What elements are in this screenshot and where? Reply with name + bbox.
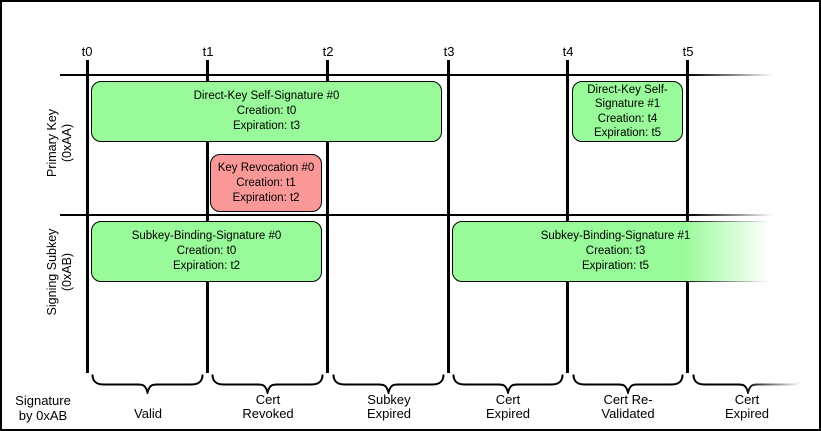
timeline-tick-label-t2: t2: [322, 44, 334, 59]
timeline-line-t1: [206, 60, 209, 373]
row-label-primary-key-line1: Primary Key: [45, 108, 59, 178]
timeline-line-t4: [566, 60, 569, 373]
zone-label-line: Cert: [495, 392, 521, 407]
brace-valid: [91, 373, 204, 394]
box-title: Direct-Key Self-Signature #0: [193, 90, 340, 102]
box-title: Subkey-Binding-Signature #0: [131, 230, 282, 242]
timeline-line-t0: [86, 60, 89, 373]
row-label-signing-subkey-line1: Signing Subkey: [45, 228, 59, 316]
timeline-line-t3: [447, 60, 450, 373]
timeline-line-t2: [326, 60, 329, 373]
zone-label-cert-expired-2: Cert Expired: [724, 392, 770, 421]
zone-label-cert-revalidated: Cert Re- Validated: [601, 392, 655, 421]
box-subkey-binding-signature-0: Subkey-Binding-Signature #0 Creation: t0…: [91, 221, 322, 282]
box-creation: Creation: t3: [585, 245, 646, 257]
signing-subkey-row-line: [60, 213, 774, 216]
box-key-revocation-0: Key Revocation #0 Creation: t1 Expiratio…: [210, 154, 322, 212]
timeline-line-t5: [686, 60, 689, 373]
timeline-tick-label-t5: t5: [682, 44, 694, 59]
axis-caption-signature-by-0xab: Signature by 0xAB: [15, 393, 71, 423]
timeline-tick-label-t4: t4: [562, 44, 574, 59]
box-expiration: Expiration: t3: [232, 120, 301, 132]
zone-label-line: Validated: [601, 405, 655, 421]
brace-subkey-expired: [332, 373, 445, 394]
timeline-tick-label-t1: t1: [202, 44, 214, 59]
box-title-line2: Signature #1: [594, 98, 661, 111]
timeline-tick-label-t3: t3: [443, 44, 455, 59]
box-direct-key-self-signature-1: Direct-Key Self- Signature #1 Creation: …: [572, 81, 683, 142]
row-label-primary-key: Primary Key (0xAA): [45, 109, 75, 177]
axis-caption-line2: by 0xAB: [18, 407, 68, 423]
row-label-signing-subkey: Signing Subkey (0xAB): [45, 229, 75, 316]
zone-label-line: Cert Re-: [603, 392, 653, 407]
zone-label-line: Subkey: [367, 392, 411, 407]
zone-label-line: Cert: [734, 392, 760, 407]
subkey-binding-signature-1-fade: [682, 218, 792, 284]
zone-label-line: Revoked: [242, 405, 294, 421]
box-expiration: Expiration: t5: [593, 126, 662, 139]
timeline-tick-label-t0: t0: [81, 44, 93, 59]
brace-cert-expired-2-fade: [744, 370, 816, 396]
zone-label-line: Expired: [366, 405, 412, 421]
box-title: Subkey-Binding-Signature #1: [540, 230, 691, 242]
box-expiration: Expiration: t2: [172, 260, 241, 272]
box-expiration: Expiration: t5: [581, 260, 650, 272]
box-title: Key Revocation #0: [217, 161, 315, 174]
zone-label-line: Expired: [485, 405, 531, 421]
brace-cert-revalidated: [572, 373, 684, 394]
box-title-line1: Direct-Key Self-: [587, 84, 668, 97]
row-label-signing-subkey-line2: (0xAB): [60, 252, 74, 292]
box-creation: Creation: t4: [597, 112, 658, 125]
zone-label-cert-revoked: Cert Revoked: [242, 392, 294, 421]
axis-caption-line1: Signature: [15, 393, 71, 408]
row-label-primary-key-line2: (0xAA): [60, 123, 74, 163]
box-direct-key-self-signature-0: Direct-Key Self-Signature #0 Creation: t…: [91, 81, 442, 142]
box-creation: Creation: t0: [236, 105, 297, 117]
brace-cert-revoked: [211, 373, 324, 394]
primary-key-row-line: [60, 73, 774, 76]
box-creation: Creation: t1: [236, 176, 296, 189]
brace-cert-expired-1: [452, 373, 564, 394]
zone-label-cert-expired-1: Cert Expired: [485, 392, 531, 421]
zone-label-valid: Valid: [134, 394, 162, 420]
zone-label-line: Expired: [724, 405, 770, 421]
zone-label-line: Cert: [255, 392, 281, 407]
zone-label-line: Valid: [134, 405, 162, 421]
box-expiration: Expiration: t2: [232, 191, 300, 204]
zone-label-subkey-expired: Subkey Expired: [366, 392, 412, 421]
box-creation: Creation: t0: [176, 245, 237, 257]
